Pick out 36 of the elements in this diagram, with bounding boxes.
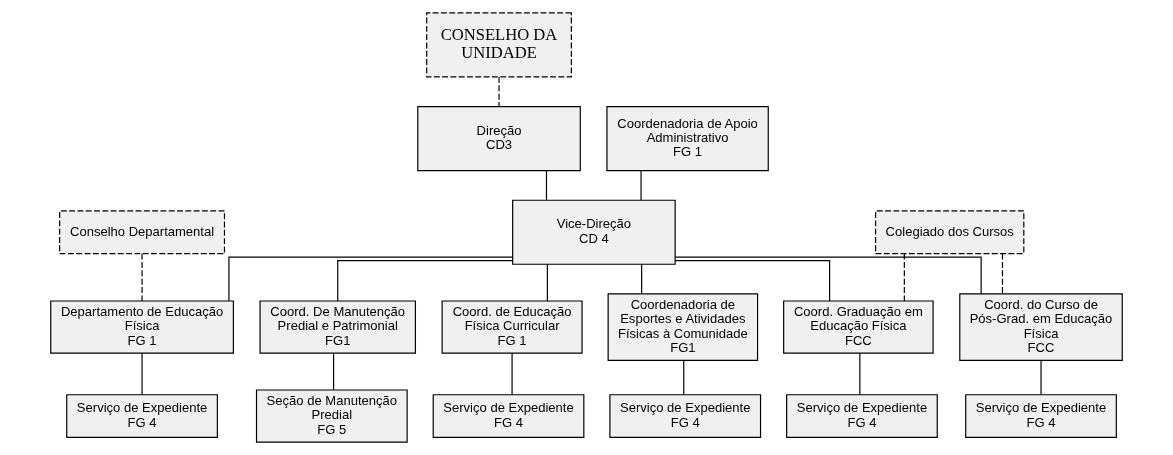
connector <box>511 352 513 396</box>
node-box: Serviço de Expediente FG 4 <box>66 394 218 438</box>
node-box: Departamento de Educação Física FG 1 <box>50 300 234 354</box>
connector <box>683 360 685 395</box>
node-box: CONSELHO DA UNIDADE <box>426 12 572 78</box>
node-box: Coord. de Educação Física Curricular FG 1 <box>441 300 583 354</box>
connector <box>337 260 514 302</box>
node-box: Serviço de Expediente FG 4 <box>786 394 938 438</box>
node-box: Coordenadoria de Apoio Administrativo FG 1 <box>606 105 769 172</box>
node-box: Serviço de Expediente FG 4 <box>965 394 1117 438</box>
connector <box>640 170 642 201</box>
node-box: Serviço de Expediente FG 4 <box>609 394 762 438</box>
connector <box>1001 253 1004 295</box>
connector <box>545 170 548 201</box>
connector <box>498 76 500 107</box>
node-box: Coord. Graduação em Educação Física FCC <box>783 300 934 354</box>
connector <box>546 263 548 302</box>
connector <box>141 253 143 302</box>
connector <box>1040 360 1042 395</box>
connector <box>674 260 831 302</box>
node-box: Seção de Manutenção Predial FG 5 <box>255 389 408 443</box>
node-box: Vice-Direção CD 4 <box>512 199 676 265</box>
connector <box>674 256 982 295</box>
node-box: Coordenadoria de Esportes e Atividades Físicas à Comunidade FG1 <box>607 293 759 361</box>
connector <box>333 352 335 391</box>
node-box: Conselho Departamental <box>59 210 226 255</box>
connector <box>141 352 143 396</box>
connector <box>903 253 905 302</box>
node-box: Serviço de Expediente FG 4 <box>432 394 585 438</box>
node-box: Coord. De Manutenção Predial e Patrimonial FG1 <box>259 300 417 354</box>
connector <box>228 256 514 302</box>
connector <box>641 263 643 295</box>
connector <box>859 352 861 396</box>
node-box: Colegiado dos Cursos <box>875 210 1025 255</box>
node-box: Direção CD3 <box>417 105 581 172</box>
node-box: Coord. do Curso de Pós-Grad. em Educação Física FCC <box>959 293 1123 361</box>
